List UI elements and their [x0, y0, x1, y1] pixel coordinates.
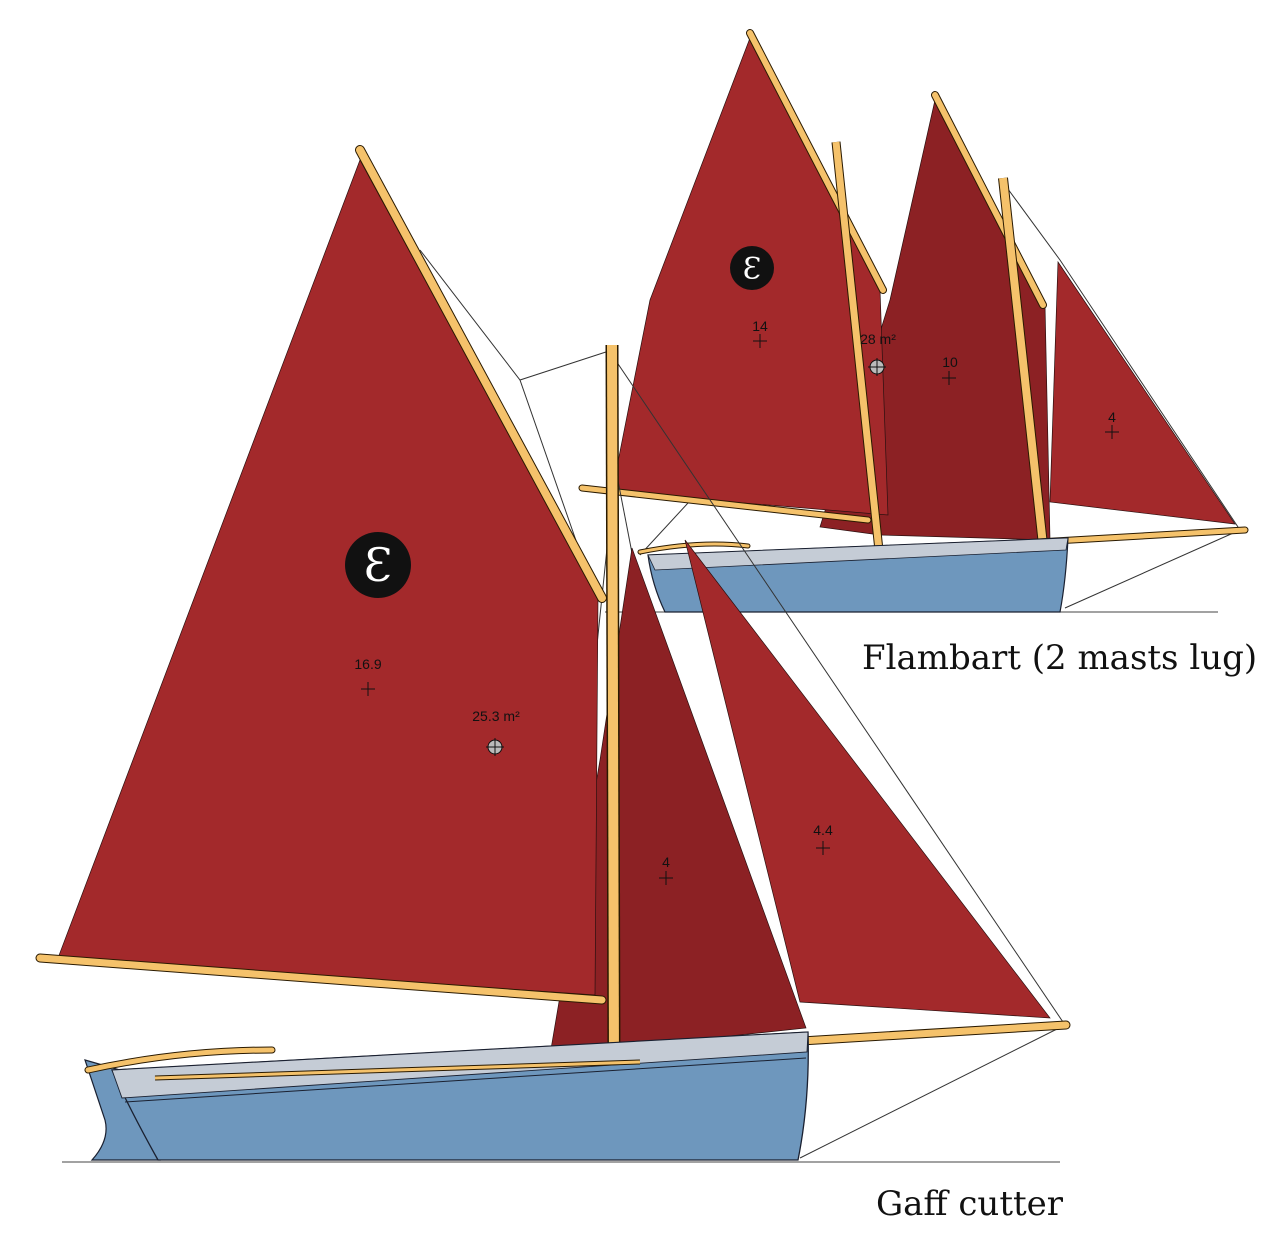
svg-text:Ɛ: Ɛ: [364, 538, 393, 592]
flambart-center-of-effort: [868, 358, 886, 376]
flambart-jib-centroid: [1105, 425, 1119, 439]
flambart-jib-sail: [1049, 260, 1236, 525]
flambart-main-centroid: [753, 334, 767, 348]
cutter-rudder: [84, 1059, 161, 1161]
flambart-total-area-label: 28 m²: [860, 331, 896, 347]
flambart-caption: Flambart (2 masts lug): [862, 638, 1258, 678]
cutter-center-of-effort: [486, 738, 504, 756]
cutter-logo: Ɛ: [345, 532, 411, 598]
flambart-logo: Ɛ: [730, 246, 774, 290]
flambart-jib-area-label: 4: [1108, 409, 1116, 425]
flambart-main-area-label: 14: [752, 318, 768, 334]
flambart-mizzen-centroid: [942, 371, 956, 385]
cutter-staysail-centroid: [659, 871, 673, 885]
cutter-main-area-label: 16.9: [354, 656, 381, 672]
cutter-boat: [35, 145, 1071, 1163]
flambart-sheer-strake: [647, 537, 1069, 571]
flambart-boat: [578, 29, 1249, 613]
cutter-main-sail: [57, 159, 599, 996]
flambart-mizzen-area-label: 10: [942, 354, 958, 370]
cutter-jib-sail: [684, 539, 1051, 1019]
cutter-sheer-strake: [111, 1031, 809, 1099]
cutter-total-area-label: 25.3 m²: [472, 708, 520, 724]
svg-text:Ɛ: Ɛ: [743, 252, 762, 287]
cutter-caption: Gaff cutter: [876, 1184, 1064, 1224]
cutter-staysail-area-label: 4: [662, 854, 670, 870]
cutter-jib-area-label: 4.4: [813, 822, 833, 838]
cutter-jib-centroid: [816, 841, 830, 855]
cutter-main-centroid: [361, 682, 375, 696]
